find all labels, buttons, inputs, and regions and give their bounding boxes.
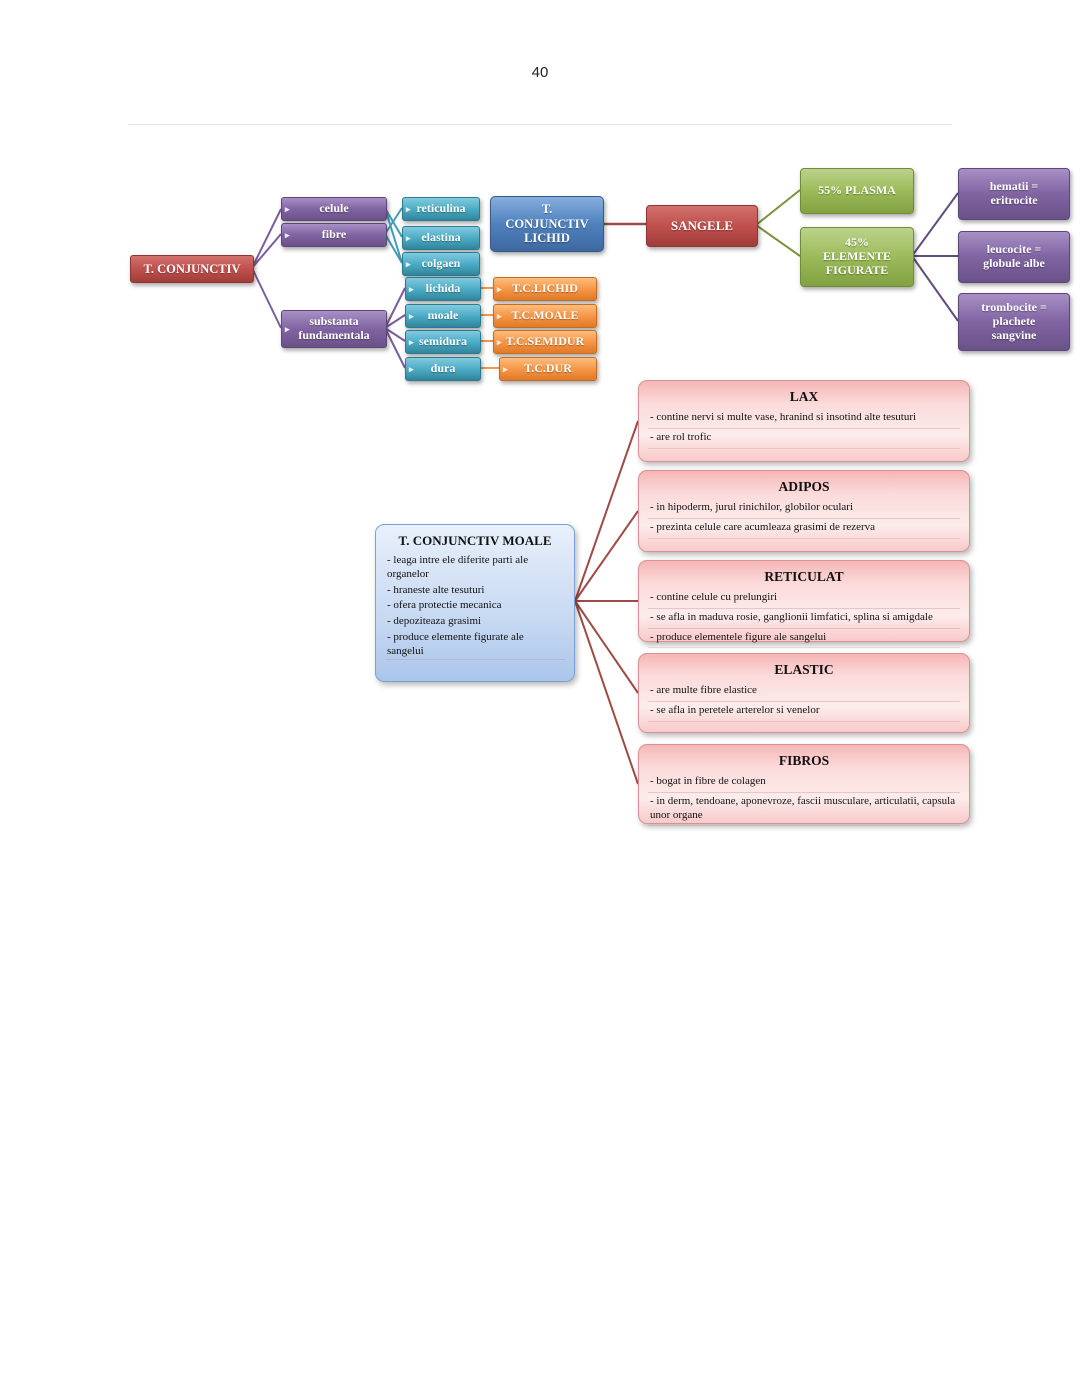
detail-line: - contine celule cu prelungiri [648, 589, 960, 609]
box-t-conjunctiv-moale: T. CONJUNCTIV MOALE - leaga intre ele di… [375, 524, 575, 682]
box-reticulat: RETICULAT - contine celule cu prelungiri… [638, 560, 970, 649]
bullet-arrow-icon: ▸ [406, 203, 411, 214]
node-label: trombocite = plachete sangvine [981, 300, 1047, 342]
bullet-arrow-icon: ▸ [285, 323, 290, 334]
node-semidura: ▸ semidura [405, 330, 481, 354]
node-dura: ▸ dura [405, 357, 481, 381]
node-label: fibre [321, 227, 347, 242]
box-title: FIBROS [778, 753, 830, 768]
detail-line: - contine nervi si multe vase, hranind s… [648, 409, 960, 429]
detail-line: - produce elementele figure ale sangelui [648, 629, 960, 649]
box-fibros: FIBROS - bogat in fibre de colagen - in … [638, 744, 970, 827]
divider-line [128, 124, 952, 125]
bullet-arrow-icon: ▸ [409, 310, 414, 321]
node-reticulina: ▸ reticulina [402, 197, 480, 221]
bullet-line: - produce elemente figurate ale sangelui [385, 630, 565, 661]
node-tc-semidur: ▸ T.C.SEMIDUR [493, 330, 597, 354]
node-label: SANGELE [670, 217, 734, 233]
node-substanta-fundamentala: ▸ substanta fundamentala [281, 310, 387, 348]
bullet-line: - hraneste alte tesuturi [387, 583, 485, 596]
box-lax: LAX - contine nervi si multe vase, hrani… [638, 380, 970, 462]
bullet-arrow-icon: ▸ [409, 336, 414, 347]
detail-line: - se afla in peretele arterelor si venel… [648, 702, 960, 722]
bullet-arrow-icon: ▸ [497, 283, 502, 294]
node-label: leucocite = globule albe [983, 242, 1045, 270]
node-label: T. CONJUNCTIV LICHID [505, 202, 589, 246]
node-label: T.C.SEMIDUR [505, 334, 585, 349]
bullet-arrow-icon: ▸ [406, 258, 411, 269]
bullet-arrow-icon: ▸ [406, 232, 411, 243]
detail-line: - bogat in fibre de colagen [648, 773, 960, 793]
detail-line: - are rol trofic [648, 429, 960, 449]
box-title: T. CONJUNCTIV MOALE [398, 533, 552, 548]
node-t-conjunctiv: T. CONJUNCTIV [130, 255, 254, 283]
node-label: reticulina [416, 201, 466, 216]
node-celule: ▸ celule [281, 197, 387, 221]
node-55-plasma: 55% PLASMA [800, 168, 914, 214]
node-label: colgaen [421, 256, 461, 271]
bullet-arrow-icon: ▸ [497, 336, 502, 347]
box-title: ELASTIC [774, 662, 834, 677]
node-label: T.C.MOALE [511, 308, 579, 323]
detail-line: - se afla in maduva rosie, ganglionii li… [648, 609, 960, 629]
node-label: T. CONJUNCTIV [143, 261, 241, 276]
node-tc-moale: ▸ T.C.MOALE [493, 304, 597, 328]
node-t-conjunctiv-lichid: T. CONJUNCTIV LICHID [490, 196, 604, 252]
node-tc-dur: ▸ T.C.DUR [499, 357, 597, 381]
bullet-arrow-icon: ▸ [503, 363, 508, 374]
node-fibre: ▸ fibre [281, 223, 387, 247]
box-title: LAX [789, 389, 819, 404]
node-label: lichida [425, 281, 461, 296]
node-label: moale [427, 308, 459, 323]
bullet-line: - ofera protectie mecanica [387, 599, 502, 612]
bullet-line: - depoziteaza grasimi [387, 615, 482, 627]
node-label: elastina [421, 230, 461, 245]
bullet-arrow-icon: ▸ [497, 310, 502, 321]
box-elastic: ELASTIC - are multe fibre elastice - se … [638, 653, 970, 733]
detail-line: - in derm, tendoane, aponevroze, fascii … [648, 793, 960, 827]
box-title: RETICULAT [764, 569, 844, 584]
node-label: semidura [419, 334, 467, 349]
bullet-arrow-icon: ▸ [285, 203, 290, 214]
box-adipos: ADIPOS - in hipoderm, jurul rinichilor, … [638, 470, 970, 552]
page-number: 40 [531, 64, 549, 81]
node-tc-lichid: ▸ T.C.LICHID [493, 277, 597, 301]
node-colgaen: ▸ colgaen [402, 252, 480, 276]
node-label: 45% ELEMENTE FIGURATE [822, 235, 891, 277]
detail-line: - are multe fibre elastice [648, 682, 960, 702]
bullet-arrow-icon: ▸ [409, 283, 414, 294]
node-label: 55% PLASMA [818, 183, 896, 198]
node-elastina: ▸ elastina [402, 226, 480, 250]
node-hematii: hematii = eritrocite [958, 168, 1070, 220]
node-label: hematii = eritrocite [989, 179, 1039, 207]
box-title: ADIPOS [778, 479, 830, 494]
node-45-elemente-figurate: 45% ELEMENTE FIGURATE [800, 227, 914, 287]
node-label: substanta fundamentala [298, 314, 370, 342]
node-lichida: ▸ lichida [405, 277, 481, 301]
node-label: dura [430, 361, 456, 376]
bullet-arrow-icon: ▸ [409, 363, 414, 374]
node-label: T.C.DUR [524, 361, 572, 376]
node-sangele: SANGELE [646, 205, 758, 247]
node-moale: ▸ moale [405, 304, 481, 328]
detail-line: - in hipoderm, jurul rinichilor, globilo… [648, 499, 960, 519]
node-trombocite: trombocite = plachete sangvine [958, 293, 1070, 351]
node-leucocite: leucocite = globule albe [958, 231, 1070, 283]
node-label: celule [319, 201, 349, 216]
bullet-line: - leaga intre ele diferite parti ale org… [387, 554, 529, 580]
node-label: T.C.LICHID [512, 281, 578, 296]
bullet-arrow-icon: ▸ [285, 229, 290, 240]
detail-line: - prezinta celule care acumleaza grasimi… [648, 519, 960, 539]
